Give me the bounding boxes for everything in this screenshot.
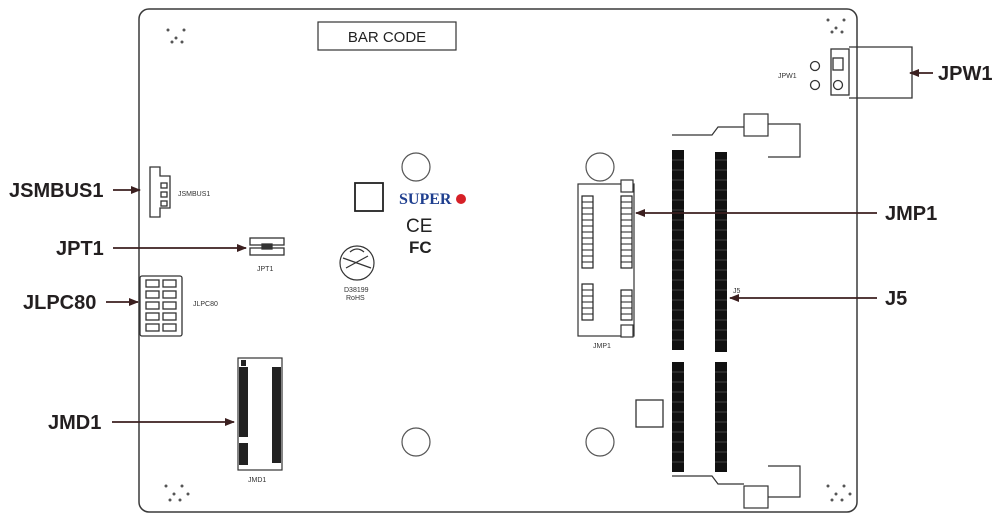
square-pad — [635, 399, 664, 428]
jmd1-connector — [237, 357, 283, 471]
brand-logo-text: SUPER — [399, 191, 452, 208]
jpt1-silk-label: JPT1 — [257, 266, 273, 273]
barcode-box — [317, 21, 457, 51]
jsmbus1-connector — [149, 166, 171, 218]
jmd1-silk-label: JMD1 — [248, 477, 266, 484]
mount-hole — [401, 152, 431, 182]
jmp1-connector — [577, 179, 635, 338]
jmp1-silk-label: JMP1 — [593, 343, 611, 350]
mount-hole — [585, 152, 615, 182]
jlpc80-silk-label: JLPC80 — [193, 301, 218, 308]
jsmbus1-silk-label: JSMBUS1 — [178, 191, 210, 198]
jpw1-silk-label: JPW1 — [778, 73, 797, 80]
brand-logo-dot — [456, 194, 466, 204]
callout-jlpc80: JLPC80 — [23, 292, 96, 314]
rohs-text: RoHS — [346, 295, 365, 302]
j5-sodimm-slot — [672, 113, 801, 509]
mount-hole — [585, 427, 615, 457]
corner-mount-top-left — [166, 28, 186, 44]
callout-jmp1: JMP1 — [885, 203, 937, 225]
rohs-code: D38199 — [344, 287, 369, 294]
callout-jpw1: JPW1 — [938, 63, 992, 85]
rohs-icon — [339, 245, 375, 281]
square-pad — [354, 182, 384, 212]
jpt1-header — [249, 237, 285, 256]
fcc-mark: FC — [409, 238, 432, 257]
callout-j5: J5 — [885, 288, 907, 310]
j5-silk-label: J5 — [733, 288, 741, 295]
ce-mark: CE — [406, 216, 432, 237]
callout-jpt1: JPT1 — [56, 238, 104, 260]
callout-jsmbus1: JSMBUS1 — [9, 180, 103, 202]
jlpc80-header — [139, 275, 183, 337]
barcode-label: BAR CODE — [348, 29, 426, 46]
mount-hole — [401, 427, 431, 457]
corner-mount-bottom-right — [826, 484, 852, 502]
callout-jmd1: JMD1 — [48, 412, 101, 434]
corner-mount-bottom-left — [164, 484, 190, 502]
corner-mount-top-right — [826, 18, 846, 34]
